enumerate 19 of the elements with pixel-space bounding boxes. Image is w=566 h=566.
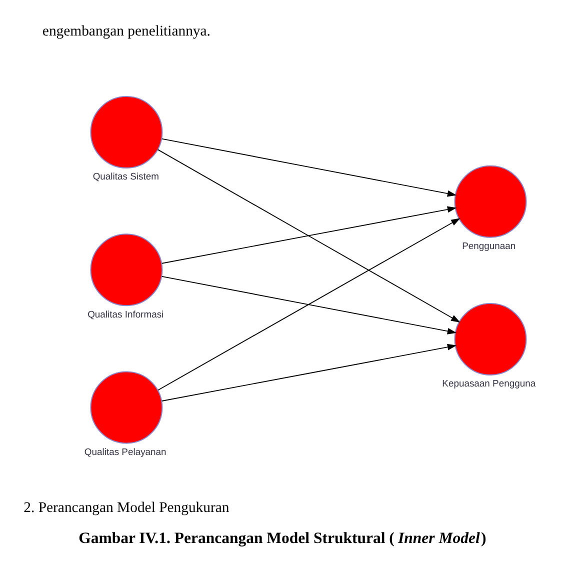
label: engembangan penelitiannya. xyxy=(42,23,210,40)
arrow xyxy=(158,218,460,391)
arrow xyxy=(161,276,457,334)
node-label: Qualitas Sistem xyxy=(92,172,159,183)
node-circle xyxy=(90,371,163,444)
label: 2. Perancangan Model Pengukuran xyxy=(24,500,230,516)
node-label: Penggunaan xyxy=(462,241,516,252)
caption: Gambar IV.1. Perancangan Model Struktural (Inner Model) xyxy=(78,530,486,548)
node-label: Kepuasaan Pengguna xyxy=(442,378,536,390)
node-circle xyxy=(90,96,163,168)
arrow xyxy=(157,149,460,323)
node-circle xyxy=(90,234,163,306)
arrow xyxy=(161,206,457,264)
node-label: Qualitas Informasi xyxy=(88,309,164,320)
node-circle xyxy=(454,302,527,376)
arrow xyxy=(161,138,457,197)
node-label: Qualitas Pelayanan xyxy=(84,446,166,458)
arrow xyxy=(161,344,457,402)
node-circle xyxy=(454,165,527,238)
